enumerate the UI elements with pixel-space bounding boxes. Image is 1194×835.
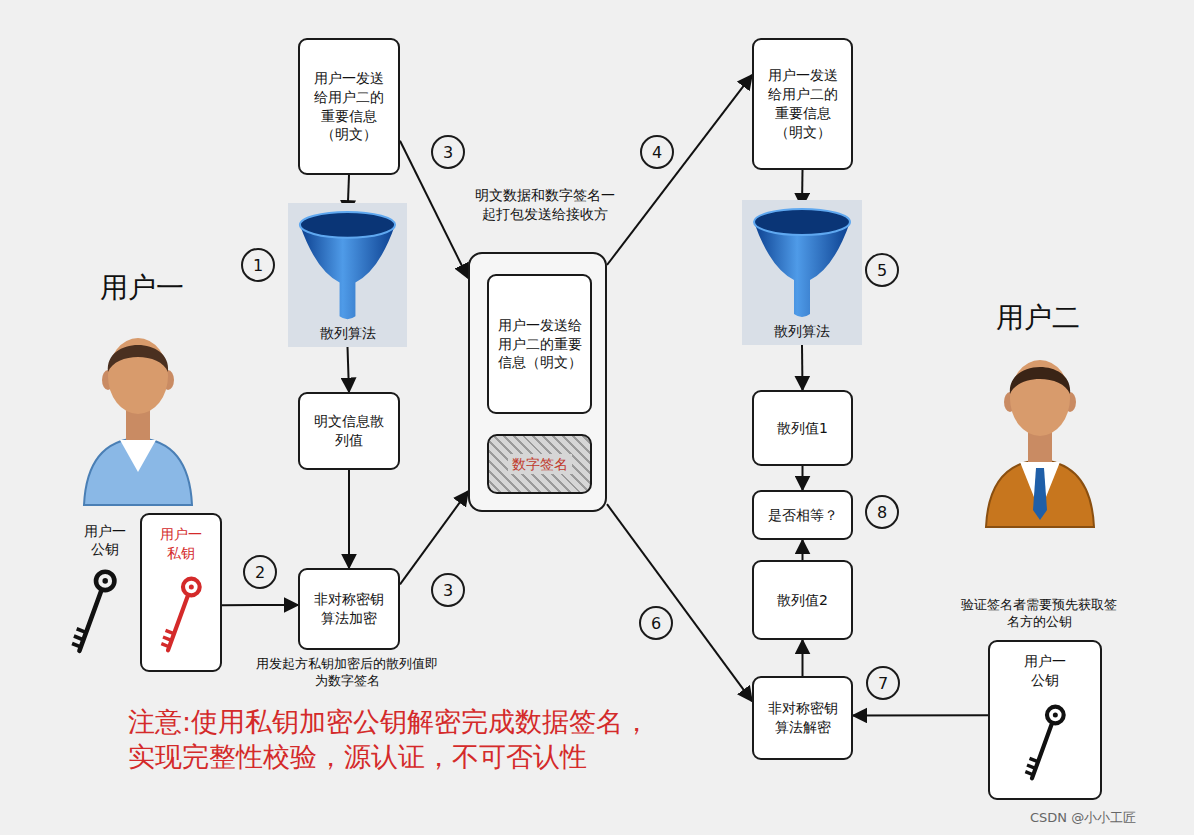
key-label: 用户一公钥 (82, 522, 128, 558)
hash-box: 散列值2 (752, 560, 853, 640)
connector-arrow (802, 540, 804, 560)
private-key-box: 用户一私钥 (140, 513, 222, 672)
connector-arrow (348, 470, 350, 568)
package-heading: 明文数据和数字签名一起打包发送给接收方 (470, 186, 620, 224)
node-text: 非对称密钥算法解密 (762, 699, 843, 737)
callout-number: 3 (431, 135, 465, 169)
callout-number: 1 (241, 248, 275, 282)
callout-number: 5 (865, 253, 899, 287)
funnel-body (754, 222, 850, 317)
key-icon (1022, 700, 1072, 790)
connector-arrow (348, 347, 350, 392)
connector-arrow (607, 75, 752, 265)
funnel-body (300, 225, 395, 319)
actor-name: 用户二 (996, 300, 1096, 336)
key-icon (158, 572, 208, 662)
connector-arrow (853, 714, 988, 716)
connector-arrow (222, 604, 298, 606)
person-user-two (986, 360, 1094, 527)
node-text: 散列值2 (762, 591, 843, 610)
node-text: 散列算法 (774, 322, 830, 341)
node-text: 明文信息散列值 (308, 412, 390, 450)
node-text: 用户一发送给用户二的重要信息（明文） (308, 69, 390, 145)
callout-number: 2 (243, 555, 277, 589)
node-text: 散列值1 (762, 419, 843, 438)
public-key-box: 用户一公钥 (988, 640, 1102, 800)
connector-arrow (400, 491, 468, 584)
node-text: 散列算法 (320, 324, 376, 343)
node-text: 非对称密钥算法加密 (308, 590, 390, 628)
public-key-icon (72, 572, 114, 651)
decrypt-box: 非对称密钥算法解密 (752, 676, 853, 760)
note-text: 用发起方私钥加密后的散列值即为数字签名 (252, 656, 442, 690)
note-text: 验证签名者需要预先获取签名方的公钥 (960, 597, 1118, 631)
message-box: 用户一发送给用户二的重要信息（明文） (487, 274, 592, 414)
hash-funnel: 散列算法 (742, 200, 862, 345)
connector-arrow (802, 640, 804, 676)
callout-number: 8 (865, 495, 899, 529)
node-text: 数字签名 (508, 454, 572, 475)
connector-arrow (607, 504, 752, 701)
message-box: 用户一发送给用户二的重要信息（明文） (298, 38, 400, 175)
signature-box: 数字签名 (487, 434, 592, 494)
key-shape (161, 579, 199, 651)
node-text: 用户一私钥 (159, 525, 203, 563)
callout-number: 3 (431, 573, 465, 607)
hash-funnel: 散列算法 (288, 203, 407, 347)
actor-name: 用户一 (100, 270, 200, 306)
callout-number: 4 (640, 135, 674, 169)
funnel-rim (300, 212, 395, 238)
key-shape (1025, 707, 1063, 779)
funnel-rim (754, 209, 850, 235)
node-text: 用户一公钥 (1023, 652, 1067, 690)
connector-arrow (801, 345, 804, 390)
hash-box: 散列值1 (752, 390, 853, 466)
callout-number: 6 (639, 606, 673, 640)
hash-box: 明文信息散列值 (298, 392, 400, 470)
callout-number: 7 (866, 666, 900, 700)
watermark: CSDN @小小工匠 (1030, 810, 1180, 827)
node-text: 用户一发送给用户二的重要信息（明文） (762, 66, 843, 142)
package-box: 用户一发送给用户二的重要信息（明文）数字签名明文数据和数字签名一起打包发送给接收… (468, 252, 607, 512)
compare-box: 是否相等？ (752, 490, 853, 540)
warning-note: 注意:使用私钥加密公钥解密完成数据签名， 实现完整性校验，源认证，不可否认性 (128, 704, 828, 774)
node-text: 是否相等？ (762, 506, 843, 525)
person-user-one (84, 338, 192, 505)
message-box: 用户一发送给用户二的重要信息（明文） (752, 38, 853, 170)
encrypt-box: 非对称密钥算法加密 (298, 568, 400, 650)
connector-arrow (802, 466, 804, 490)
node-text: 用户一发送给用户二的重要信息（明文） (497, 316, 582, 373)
